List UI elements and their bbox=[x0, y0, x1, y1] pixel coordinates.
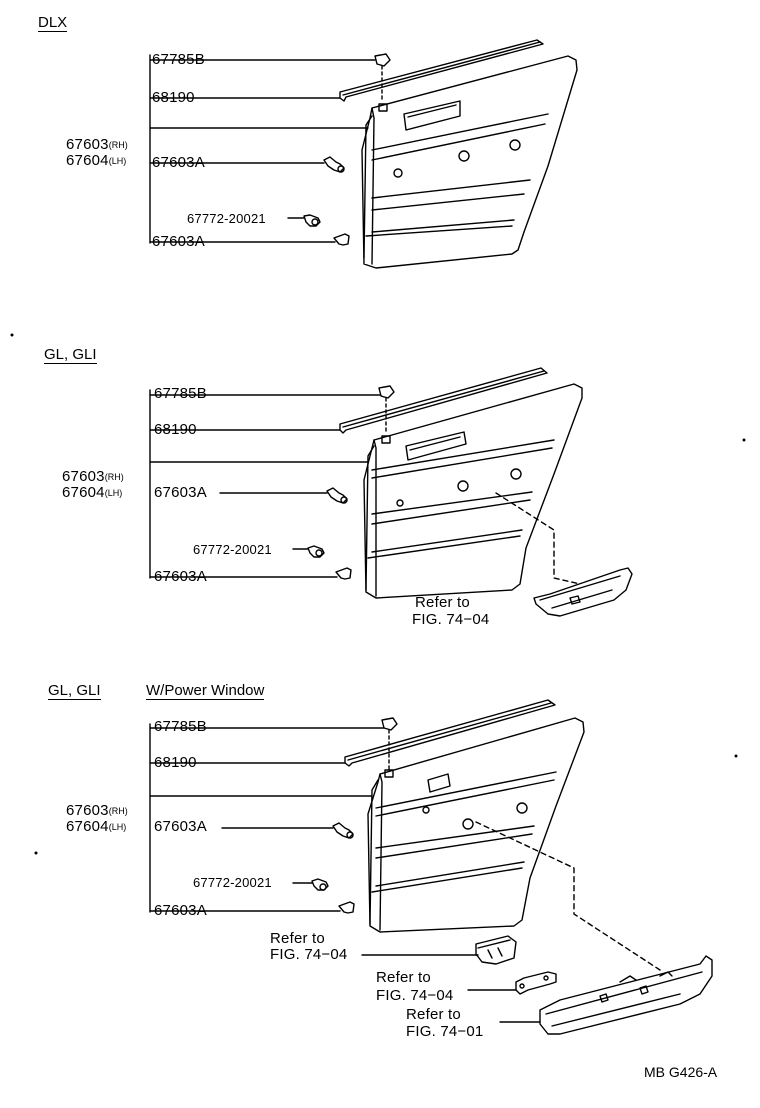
armrest-part-pw bbox=[539, 955, 713, 1035]
figure-code: MB G426-A bbox=[644, 1064, 718, 1080]
clip-67603a-bottom bbox=[333, 233, 350, 246]
section-title: GL, GLI bbox=[44, 346, 97, 364]
section-gl-drawing bbox=[149, 367, 633, 617]
part-label-board-rh: 67603(RH) bbox=[66, 802, 128, 819]
ref-line2: FIG. 74−04 bbox=[270, 946, 348, 963]
section-subtitle: W/Power Window bbox=[146, 682, 265, 700]
part-label-weatherstrip: 68190 bbox=[154, 421, 197, 438]
ref-line2: FIG. 74−04 bbox=[412, 611, 490, 628]
part-label-weatherstrip: 68190 bbox=[152, 89, 195, 106]
window-switch-part bbox=[475, 935, 517, 965]
clip-67603a-top bbox=[323, 156, 345, 173]
part-label-clip-top: 67785B bbox=[152, 51, 205, 68]
part-label-clip-mid: 67603A bbox=[152, 154, 205, 171]
part-label-board-rh: 67603(RH) bbox=[62, 468, 124, 485]
part-label-board-lh: 67604(LH) bbox=[62, 484, 123, 501]
ref-line2: FIG. 74−04 bbox=[376, 987, 454, 1004]
part-label-clip-bot: 67603A bbox=[152, 233, 205, 250]
door-panel-dlx bbox=[361, 55, 578, 269]
armrest-part-gl bbox=[533, 567, 633, 617]
part-label-screw: 67772-20021 bbox=[193, 542, 272, 557]
door-panel-pw bbox=[367, 717, 585, 933]
part-label-clip-top: 67785B bbox=[154, 385, 207, 402]
part-label-clip-mid: 67603A bbox=[154, 818, 207, 835]
part-label-board-lh: 67604(LH) bbox=[66, 818, 127, 835]
part-label-clip-bot: 67603A bbox=[154, 902, 207, 919]
clip-67785b bbox=[374, 53, 391, 67]
screw-67772 bbox=[303, 214, 321, 227]
part-label-clip-top: 67785B bbox=[154, 718, 207, 735]
section-dlx-drawing bbox=[149, 39, 578, 269]
part-label-weatherstrip: 68190 bbox=[154, 754, 197, 771]
part-label-clip-bot: 67603A bbox=[154, 568, 207, 585]
ref-line1: Refer to bbox=[376, 969, 431, 986]
bracket-part bbox=[515, 971, 557, 995]
part-label-screw: 67772-20021 bbox=[193, 875, 272, 890]
ref-line1: Refer to bbox=[406, 1006, 461, 1023]
part-label-board-lh: 67604(LH) bbox=[66, 152, 127, 169]
part-label-clip-mid: 67603A bbox=[154, 484, 207, 501]
ref-line2: FIG. 74−01 bbox=[406, 1023, 484, 1040]
part-label-screw: 67772-20021 bbox=[187, 211, 266, 226]
weatherstrip-68190 bbox=[339, 39, 544, 102]
section-title: GL, GLI bbox=[48, 682, 101, 700]
part-label-board-rh: 67603(RH) bbox=[66, 136, 128, 153]
ref-line1: Refer to bbox=[415, 594, 470, 611]
section-pw-drawing bbox=[149, 699, 713, 1035]
door-panel-gl bbox=[363, 383, 583, 599]
ref-line1: Refer to bbox=[270, 930, 325, 947]
section-title: DLX bbox=[38, 14, 68, 32]
